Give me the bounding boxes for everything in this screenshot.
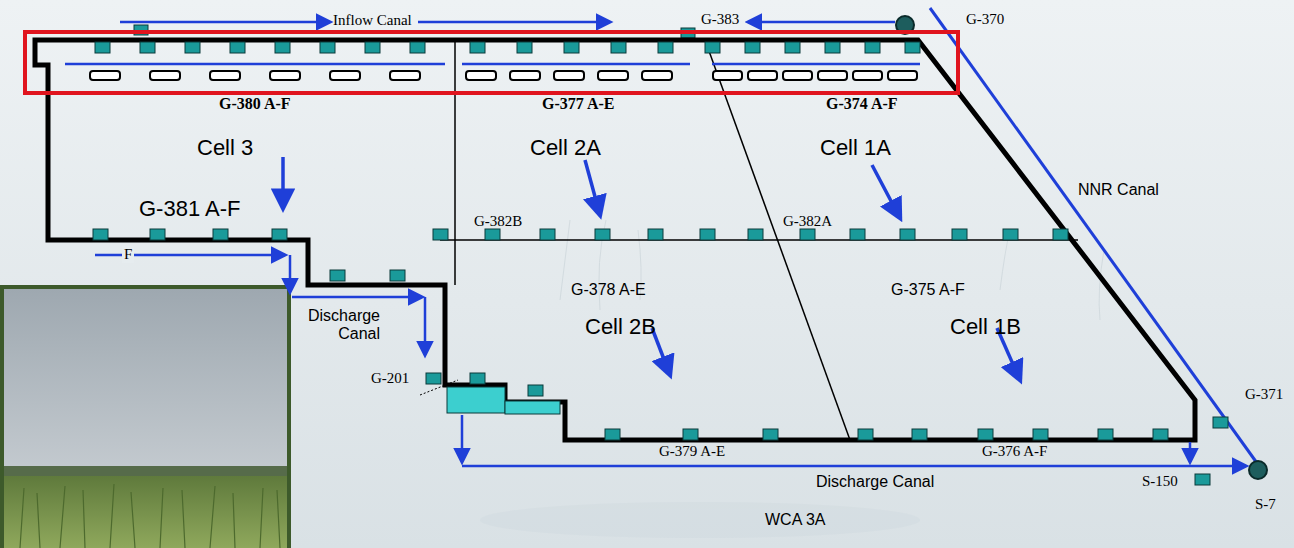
structure-square: [93, 229, 108, 240]
structure-square: [825, 42, 840, 53]
structure-name: S-150: [1142, 473, 1178, 490]
structure-group: G-374 A-F: [826, 95, 898, 113]
structure-group: G-379 A-E: [659, 443, 725, 460]
structure-square: [275, 42, 290, 53]
pump-capsule: [713, 71, 742, 80]
structure-square: [230, 42, 245, 53]
structure-group: G-377 A-E: [542, 95, 614, 113]
structure-square: [611, 42, 626, 53]
structure-name: G-371: [1245, 386, 1283, 403]
structure-square: [470, 42, 485, 53]
structure-square: [1098, 429, 1113, 440]
structure-square: [540, 229, 555, 240]
pump-capsule: [466, 71, 496, 80]
cell-name: Cell 3: [197, 135, 253, 160]
pump-capsule: [853, 71, 882, 80]
structure-square: [1003, 229, 1018, 240]
structure-square: [905, 42, 920, 53]
note-letter: F: [122, 246, 134, 263]
structure-square: [1195, 474, 1210, 485]
structure-square: [705, 42, 720, 53]
structure-square: [912, 429, 927, 440]
structure-square: [95, 42, 110, 53]
structure-square: [213, 229, 228, 240]
structure-name: G-370: [966, 11, 1004, 28]
structure-square: [185, 42, 200, 53]
pump-capsule: [783, 71, 812, 80]
pump-capsule: [888, 71, 917, 80]
structure-name: G-201: [371, 370, 409, 387]
pump-capsule: [90, 71, 120, 80]
structure-square: [390, 270, 405, 281]
structure-square: [528, 385, 543, 396]
canal-name: Discharge Canal: [816, 473, 934, 491]
structure-group: G-376 A-F: [982, 443, 1047, 460]
structure-square: [763, 429, 778, 440]
structure-square: [485, 229, 500, 240]
structure-group: G-375 A-F: [891, 281, 965, 299]
pump-capsule: [642, 71, 672, 80]
structure-square: [272, 229, 287, 240]
structure-square: [433, 229, 448, 240]
pump-capsule: [554, 71, 584, 80]
structure-square: [140, 42, 155, 53]
pump-capsule: [330, 71, 360, 80]
structure-square: [683, 429, 698, 440]
pump-capsule: [598, 71, 628, 80]
structure-square: [605, 429, 620, 440]
structure-square: [1153, 429, 1168, 440]
structure-square: [426, 373, 441, 384]
pump-capsule: [210, 71, 240, 80]
structure-square: [320, 42, 335, 53]
cell-name: Cell 1A: [820, 135, 891, 160]
cell-name: Cell 2B: [585, 314, 656, 339]
structure-square: [330, 270, 345, 281]
structure-group: G-381 A-F: [139, 196, 240, 221]
structure-square: [517, 42, 532, 53]
structure-square: [748, 229, 763, 240]
pump-capsule: [818, 71, 847, 80]
structure-square: [1213, 417, 1228, 428]
pump-capsule: [748, 71, 777, 80]
structure-name: G-383: [701, 11, 739, 28]
canal-name: Discharge Canal: [292, 307, 380, 344]
structure-square: [658, 42, 673, 53]
structure-square: [745, 42, 760, 53]
structure-square: [470, 373, 485, 384]
structure-name: G-382A: [783, 213, 832, 230]
structure-square: [865, 42, 880, 53]
region-name: WCA 3A: [765, 511, 825, 529]
structure-square: [858, 429, 873, 440]
structure-square: [952, 229, 967, 240]
structure-square: [648, 229, 663, 240]
structure-square: [564, 42, 579, 53]
structure-square: [595, 229, 610, 240]
structure-square: [150, 229, 165, 240]
structure-square: [365, 42, 380, 53]
structure-group: G-378 A-E: [571, 281, 646, 299]
canal-name: Inflow Canal: [333, 12, 412, 29]
pump-capsule: [150, 71, 180, 80]
structure-square: [978, 429, 993, 440]
structure-square: [410, 42, 425, 53]
cell-name: Cell 1B: [950, 314, 1021, 339]
structure-square: [800, 229, 815, 240]
structure-square: [1053, 229, 1068, 240]
structure-name: S-7: [1255, 496, 1276, 513]
structure-group: G-380 A-F: [219, 95, 291, 113]
pump-capsule: [270, 71, 300, 80]
structure-square: [1033, 429, 1048, 440]
structure-square: [850, 229, 865, 240]
pump-capsule: [390, 71, 420, 80]
structure-name: G-382B: [474, 213, 522, 230]
pump-capsule: [510, 71, 540, 80]
structure-square: [700, 229, 715, 240]
structure-square: [785, 42, 800, 53]
canal-name: NNR Canal: [1078, 181, 1159, 199]
cell-name: Cell 2A: [530, 135, 601, 160]
structure-square: [900, 229, 915, 240]
